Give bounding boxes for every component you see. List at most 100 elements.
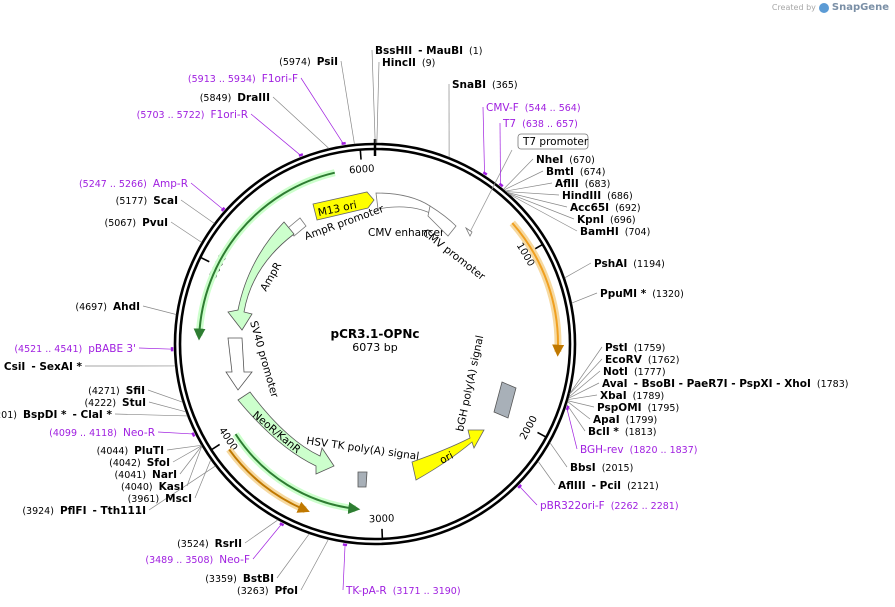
label-part: (2262 .. 2281) <box>611 501 679 512</box>
label-part: (544 .. 564) <box>525 103 581 114</box>
site-label-bbsi[interactable]: BbsI(2015) <box>570 462 633 474</box>
primer-label-pbr322ori-f[interactable]: pBR322ori-F(2262 .. 2281) <box>540 500 679 512</box>
primer-label-tk-pa-r[interactable]: TK-pA-R(3171 .. 3190) <box>345 585 461 597</box>
primer-label-amp-r[interactable]: (5247 .. 5266)Amp-R <box>79 178 188 190</box>
site-label-scai[interactable]: (5177)ScaI <box>116 195 178 207</box>
site-label-snabi[interactable]: SnaBI(365) <box>452 79 518 91</box>
primer-mark-bgh-rev <box>565 405 570 411</box>
site-label-acc65i[interactable]: Acc65I(692) <box>570 202 641 214</box>
primer-leader-neo-f <box>252 523 283 560</box>
label-part: (1759) <box>634 343 666 354</box>
label-part: PluTI <box>134 445 164 457</box>
site-label-rsrii[interactable]: (3524)RsrII <box>177 538 242 550</box>
created-by-text: Created by <box>771 3 816 12</box>
label-part: ScaI <box>153 195 178 207</box>
site-leader-afliii <box>537 461 556 486</box>
orf-orange-neo <box>228 448 310 513</box>
site-leader-bmti <box>503 170 544 191</box>
label-part: ApaI <box>593 414 620 426</box>
label-part: BamHI <box>580 226 619 238</box>
site-label-ahdi[interactable]: (4697)AhdI <box>75 301 140 313</box>
site-label-psti[interactable]: PstI(1759) <box>605 342 665 354</box>
site-label-csii[interactable]: (4449)CsiI- SexAI * <box>0 361 83 373</box>
feature-neor-kanr[interactable]: NeoR/KanR <box>237 391 335 475</box>
primer-label-t7[interactable]: T7(638 .. 657) <box>502 118 578 130</box>
tick-mark <box>537 431 547 438</box>
site-label-aflii[interactable]: AflII(683) <box>555 178 610 190</box>
primer-label-bgh-rev[interactable]: BGH-rev(1820 .. 1837) <box>580 444 697 456</box>
site-label-draiii[interactable]: (5849)DraIII <box>200 92 270 104</box>
label-part: BspDI * <box>23 409 67 421</box>
site-label-msci[interactable]: (3961)MscI <box>128 493 192 505</box>
site-leader-pluti <box>166 444 202 451</box>
site-label-bspdi[interactable]: (4201)BspDI *- ClaI * <box>0 409 112 421</box>
label-part: (1799) <box>626 415 658 426</box>
site-label-ecorv[interactable]: EcoRV(1762) <box>605 354 679 366</box>
feature-bgh-polya[interactable]: bGH poly(A) signal <box>454 334 517 433</box>
site-label-pflfi[interactable]: (3924)PflFI- Tth111I <box>22 505 146 517</box>
site-label-pvui[interactable]: (5067)PvuI <box>104 217 168 229</box>
label-part: (1762) <box>648 355 680 366</box>
site-label-pspomi[interactable]: PspOMI(1795) <box>597 402 679 414</box>
site-label-stui[interactable]: (4222)StuI <box>84 397 146 409</box>
site-label-pshai[interactable]: PshAI(1194) <box>594 258 665 270</box>
site-label-ppumi[interactable]: PpuMI *(1320) <box>600 288 684 300</box>
label-part: (1320) <box>652 289 684 300</box>
primer-label-neo-f[interactable]: (3489 .. 3508)Neo-F <box>145 554 250 566</box>
site-label-avai[interactable]: AvaI- BsoBI - PaeR7I - PspXI - XhoI(1783… <box>602 378 848 390</box>
label-part: - SexAI * <box>31 361 82 373</box>
primer-label-cmv-f[interactable]: CMV-F(544 .. 564) <box>486 102 581 114</box>
label-layer: BssHII- MauBI(1)HincII(9) SnaBI(365) NheI(… <box>0 45 848 597</box>
label-part: PsiI <box>317 56 338 68</box>
label-part: (4042) <box>109 458 141 469</box>
feature-label-bgh-polya: bGH poly(A) signal <box>454 334 486 432</box>
feature-sv40-promoter[interactable]: SV40 promoter <box>225 320 281 400</box>
site-leader-pspomi <box>567 400 595 408</box>
site-label-noti[interactable]: NotI(1777) <box>603 366 666 378</box>
feature-t7-promoter[interactable]: T7 promoter <box>464 133 589 237</box>
primer-label-f1ori-f[interactable]: (5913 .. 5934)F1ori-F <box>188 73 298 85</box>
primer-label-pbabe-3[interactable]: (4521 .. 4541)pBABE 3' <box>14 343 136 355</box>
label-part: Neo-R <box>123 427 155 439</box>
site-label-hincii[interactable]: HincII(9) <box>382 57 435 69</box>
site-label-hindiii[interactable]: HindIII(686) <box>562 190 633 202</box>
site-label-apai[interactable]: ApaI (1799) <box>593 414 657 426</box>
site-label-kpni[interactable]: KpnI(696) <box>577 214 636 226</box>
site-label-sfii[interactable]: (4271)SfiI <box>88 385 145 397</box>
feature-label-ori: ori <box>438 450 456 467</box>
site-label-afliii[interactable]: AflIII- PciI(2121) <box>558 480 659 492</box>
primer-leader-pbabe-3 <box>138 347 174 350</box>
feature-ori[interactable]: ori <box>411 429 485 481</box>
label-part: PspOMI <box>597 402 642 414</box>
label-part: SnaBI <box>452 79 486 91</box>
primer-mark-f1ori-r <box>298 153 304 157</box>
site-label-xbai[interactable]: XbaI(1789) <box>600 390 664 402</box>
site-leader-scai <box>180 199 215 224</box>
site-label-nhei[interactable]: NheI(670) <box>536 154 595 166</box>
site-label-bmti[interactable]: BmtI(674) <box>546 166 605 178</box>
primer-label-f1ori-r[interactable]: (5703 .. 5722)F1ori-R <box>137 109 248 121</box>
site-leader-msci <box>194 459 212 499</box>
site-label-nari[interactable]: (4041)NarI <box>114 469 177 481</box>
snapgene-logo-icon <box>818 2 829 13</box>
primer-label-neo-r[interactable]: (4099 .. 4118)Neo-R <box>49 427 155 439</box>
label-part: (638 .. 657) <box>522 119 578 130</box>
site-label-psii[interactable]: (5974)PsiI <box>279 56 338 68</box>
label-part: Acc65I <box>570 202 609 214</box>
label-part: (4040) <box>121 482 153 493</box>
label-part: F1ori-F <box>262 73 298 85</box>
site-label-pfoi[interactable]: (3263)PfoI <box>237 585 298 597</box>
label-part: Amp-R <box>153 178 188 190</box>
label-part: StuI <box>122 397 146 409</box>
site-label-pluti[interactable]: (4044)PluTI <box>97 445 164 457</box>
label-part: (1813) <box>625 427 657 438</box>
orf-orange-cmv-halo <box>509 220 562 353</box>
label-part: F1ori-R <box>211 109 248 121</box>
site-label-bcli[interactable]: BclI *(1813) <box>588 426 656 438</box>
label-part: (3961) <box>128 494 160 505</box>
site-label-bsshii[interactable]: BssHII- MauBI(1) <box>375 45 483 57</box>
site-label-bamhi[interactable]: BamHI(704) <box>580 226 650 238</box>
site-label-kasi[interactable]: (4040)KasI <box>121 481 184 493</box>
site-label-sfoi[interactable]: (4042)SfoI <box>109 457 170 469</box>
site-label-bstbi[interactable]: (3359)BstBI <box>205 573 274 585</box>
